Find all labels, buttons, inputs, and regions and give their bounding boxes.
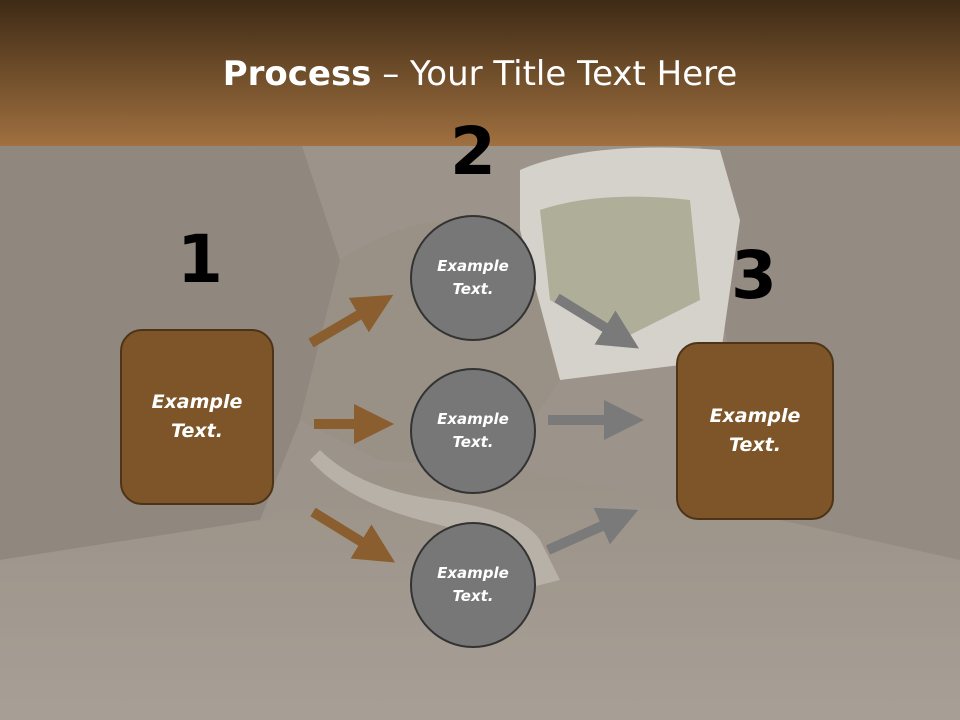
title-bold: Process bbox=[222, 54, 372, 94]
right-step-label: Example Text. bbox=[709, 405, 801, 456]
middle-circle-top: Example Text. bbox=[410, 215, 536, 341]
middle-circle-bottom-label: Example Text. bbox=[437, 564, 509, 605]
right-step-box: Example Text. bbox=[676, 342, 834, 520]
left-step-label: Example Text. bbox=[151, 391, 243, 442]
slide-title: Process – Your Title Text Here bbox=[0, 52, 960, 96]
arrow-left-up bbox=[308, 294, 394, 348]
middle-circle-center: Example Text. bbox=[410, 368, 536, 494]
left-step-box: Example Text. bbox=[120, 329, 274, 505]
step-number-2: 2 bbox=[450, 113, 496, 190]
middle-circle-top-label: Example Text. bbox=[437, 257, 509, 298]
arrow-left-down bbox=[310, 507, 396, 563]
middle-circle-center-label: Example Text. bbox=[437, 410, 509, 451]
arrow-right-down bbox=[554, 293, 640, 349]
arrow-right-up bbox=[545, 507, 639, 555]
middle-circle-bottom: Example Text. bbox=[410, 522, 536, 648]
title-rest: – Your Title Text Here bbox=[371, 54, 738, 94]
step-number-3: 3 bbox=[731, 237, 777, 314]
step-number-1: 1 bbox=[177, 221, 223, 298]
title-bar bbox=[0, 0, 960, 146]
